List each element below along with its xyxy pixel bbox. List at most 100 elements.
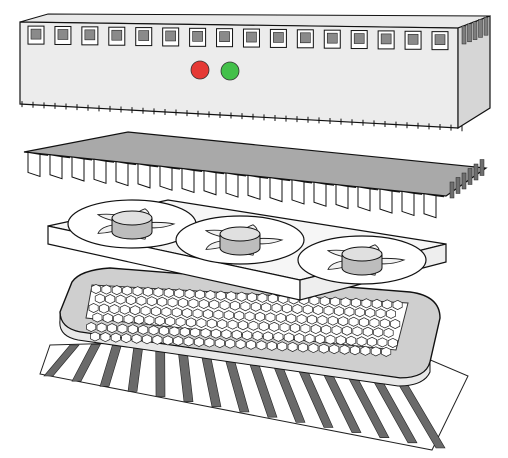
honeycomb-cell (290, 322, 300, 333)
honeycomb-cell (179, 326, 190, 337)
vent-slot (192, 31, 203, 42)
honeycomb-cell (203, 309, 213, 320)
fin-edge (347, 186, 357, 189)
honeycomb-cell (310, 324, 321, 335)
vent-slot (326, 32, 338, 44)
honeycomb-cell (90, 331, 100, 342)
honeycomb-cell (255, 311, 265, 322)
honeycomb-cell (163, 287, 174, 298)
honeycomb-cell (304, 333, 315, 344)
fin-edge (61, 156, 71, 159)
honeycomb-cell (192, 308, 203, 319)
honeycomb-cell (134, 314, 144, 325)
fin-edge (281, 179, 291, 182)
honeycomb-cell (231, 329, 242, 340)
honeycomb-cell (86, 322, 97, 332)
fin-edge (413, 192, 423, 195)
honeycomb-cell (300, 323, 311, 334)
honeycomb-cell (96, 322, 107, 333)
honeycomb-cell (327, 315, 338, 326)
honeycomb-cell (121, 333, 132, 344)
honeycomb-cell (247, 292, 257, 303)
cover-end-vent (455, 177, 461, 194)
honeycomb-cell (167, 297, 178, 308)
honeycomb-cell (330, 296, 341, 307)
cover-fin (313, 181, 327, 207)
honeycomb-cell (256, 340, 267, 351)
honeycomb-cell (151, 306, 161, 317)
honeycomb-cell (263, 331, 273, 342)
honeycomb-cell (269, 321, 280, 332)
cover-fin (247, 174, 261, 201)
honeycomb-cell (273, 331, 284, 342)
cover-end-vent (479, 159, 485, 176)
honeycomb-cell (117, 323, 128, 334)
grille-slat (71, 344, 101, 382)
honeycomb-cell (379, 318, 390, 329)
triple-fan-assembly (47, 199, 447, 301)
honeycomb-cell (246, 339, 256, 350)
honeycomb-cell (157, 296, 168, 307)
vent-slot (273, 32, 284, 43)
cover-fin (269, 177, 283, 203)
honeycomb-cell (217, 319, 228, 330)
vent-slot (57, 29, 69, 40)
honeycomb-cell (142, 334, 152, 345)
fan-hub-cap (219, 226, 261, 242)
honeycomb-cell (313, 305, 324, 316)
honeycomb-cell (266, 340, 277, 351)
vented-cover-plate (23, 131, 488, 219)
honeycomb-cell (131, 333, 142, 344)
honeycomb-cell (127, 324, 138, 335)
honeycomb-cell (351, 297, 361, 308)
honeycomb-cell (308, 343, 319, 354)
honeycomb-cell (173, 335, 184, 346)
cover-fin (159, 165, 173, 191)
honeycomb-cell (159, 325, 169, 336)
fin-edge (369, 188, 379, 191)
honeycomb-cell (317, 315, 328, 326)
honeycomb-cell (298, 342, 308, 353)
red-led (190, 60, 210, 80)
fan-hub-cap (111, 210, 153, 226)
honeycomb-cell (107, 323, 117, 334)
fin-edge (303, 181, 313, 184)
vent-slot (111, 29, 123, 41)
honeycomb-cell (178, 297, 188, 308)
cover-fin (203, 170, 217, 196)
honeycomb-cell (221, 329, 232, 340)
honeycomb-cell (373, 327, 384, 338)
honeycomb-cell (323, 305, 334, 316)
side-vents (461, 16, 489, 45)
honeycomb-cell (94, 293, 105, 304)
honeycomb-cell (223, 310, 234, 321)
honeycomb-cell (211, 328, 221, 339)
fin-edge (237, 174, 247, 177)
honeycomb-cell (171, 307, 182, 318)
honeycomb-cell (377, 337, 388, 348)
honeycomb-cell (319, 296, 330, 307)
cover-fin (71, 156, 85, 182)
fan (175, 215, 305, 265)
vent-slot (407, 33, 419, 45)
honeycomb-cell (200, 328, 211, 339)
fan (67, 199, 197, 249)
tray-side-face (59, 311, 431, 387)
side-vent-slot (478, 19, 483, 38)
honeycomb-cell (234, 310, 245, 321)
honeycomb-cell (283, 332, 294, 343)
honeycomb-cell (335, 335, 346, 346)
honeycomb-cell (309, 295, 320, 306)
honeycomb-cell (277, 341, 288, 352)
honeycomb-cell (381, 346, 392, 357)
fan (297, 235, 427, 285)
honeycomb-cell (360, 345, 371, 356)
honeycomb-cell (257, 292, 268, 303)
honeycomb-cell (175, 316, 186, 327)
honeycomb-cell (214, 338, 225, 349)
honeycomb-cell (292, 303, 303, 314)
honeycomb-cell (105, 294, 116, 305)
honeycomb-cell (100, 332, 111, 343)
honeycomb-cell (143, 286, 153, 297)
honeycomb-cell (190, 327, 201, 338)
